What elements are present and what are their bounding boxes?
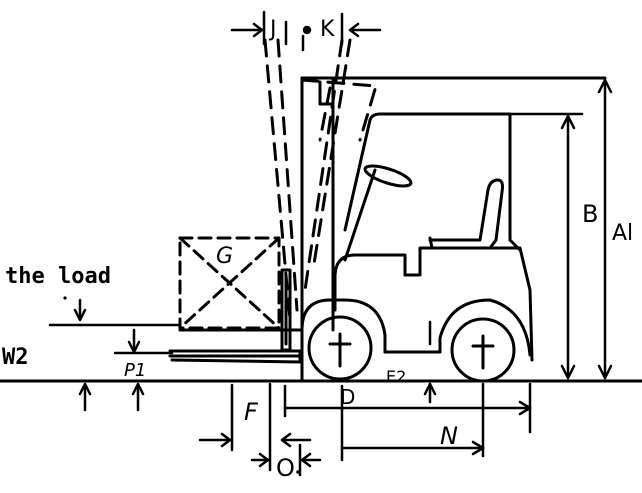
f-dimension bbox=[198, 382, 312, 472]
label-p1: P1 bbox=[124, 360, 146, 381]
a-dimension bbox=[597, 78, 613, 380]
operator-seat bbox=[428, 178, 504, 250]
label-k: K bbox=[320, 17, 335, 42]
b-dimension bbox=[508, 112, 584, 380]
k-dimension bbox=[340, 12, 382, 46]
e2-dimension bbox=[423, 320, 437, 404]
label-b: B bbox=[582, 200, 598, 228]
j-dimension bbox=[230, 10, 312, 52]
label-n: N bbox=[440, 422, 458, 450]
rear-wheel bbox=[450, 317, 516, 383]
label-d: D bbox=[340, 385, 355, 409]
w2-dimension bbox=[78, 328, 174, 412]
front-wheel bbox=[307, 315, 373, 381]
load-box bbox=[178, 236, 281, 330]
label-g: G bbox=[216, 244, 233, 269]
steering-wheel bbox=[343, 164, 413, 262]
label-j: J bbox=[268, 17, 277, 42]
o-dimension bbox=[250, 443, 322, 477]
label-load: the load bbox=[5, 264, 111, 289]
fork-carriage bbox=[168, 268, 302, 364]
label-e2: E2 bbox=[386, 367, 406, 386]
truck-body bbox=[300, 298, 532, 357]
mast bbox=[300, 76, 607, 382]
n-dimension bbox=[340, 382, 485, 462]
label-f: F bbox=[244, 398, 259, 426]
label-a: Al bbox=[612, 221, 633, 246]
overhead-guard bbox=[333, 112, 534, 362]
d-dimension bbox=[283, 382, 532, 434]
load-leader bbox=[48, 298, 182, 327]
label-o: O bbox=[276, 454, 295, 482]
label-w2: W2 bbox=[2, 345, 29, 370]
